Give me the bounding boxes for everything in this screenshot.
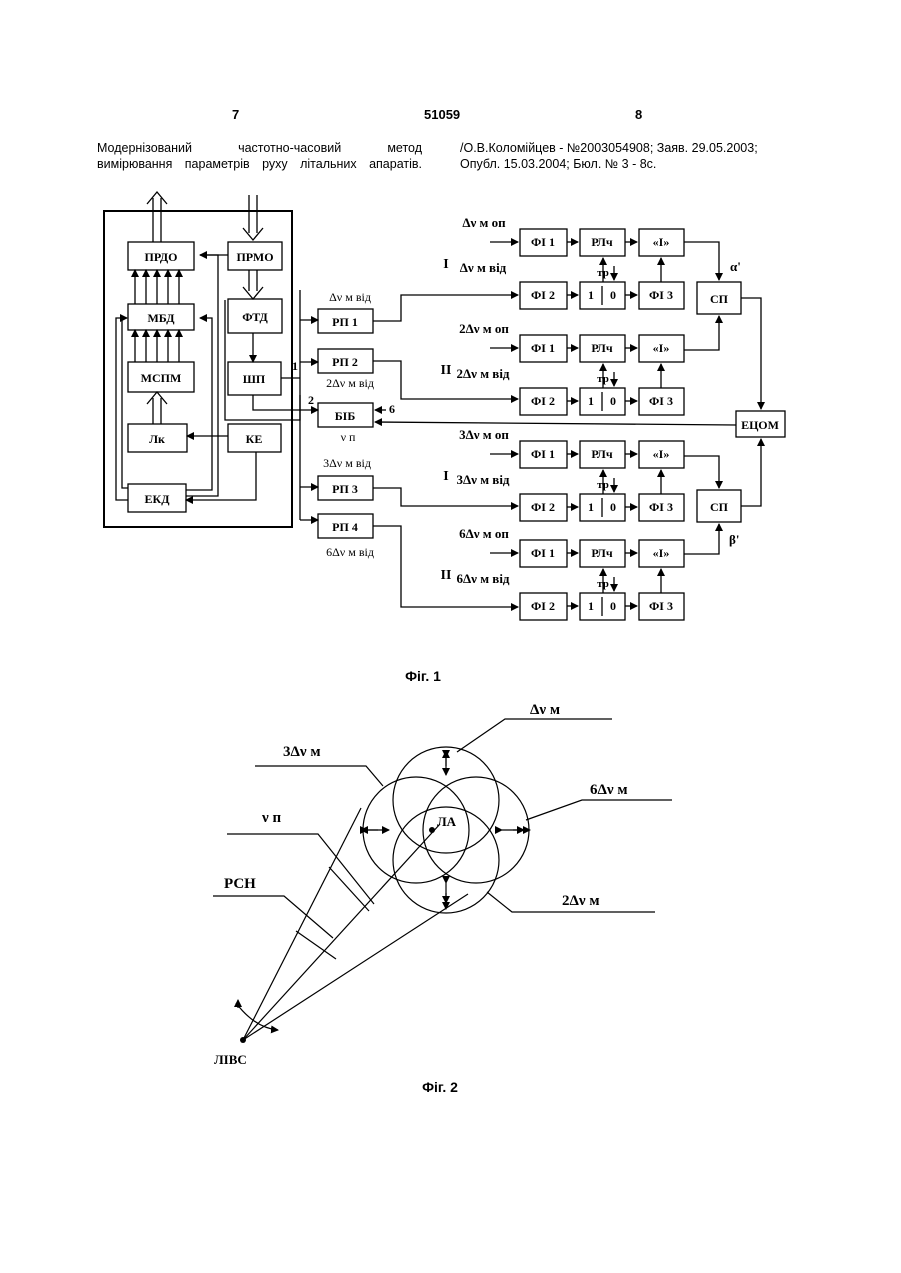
label-fi3: ФІ 3	[649, 599, 673, 613]
leader-dv	[457, 719, 612, 752]
label-channel-roman: I	[443, 257, 448, 272]
label-rp3-freq: 3Δν м від	[323, 456, 371, 470]
label-and: «І»	[653, 447, 670, 461]
label-channel-roman: II	[441, 363, 452, 378]
leader-6dv	[526, 800, 672, 820]
label-rp1-freq: Δν м від	[329, 290, 371, 304]
label-op-freq: Δν м оп	[462, 215, 506, 230]
label-fi2: ФІ 2	[531, 394, 555, 408]
label-fi2: ФІ 2	[531, 288, 555, 302]
label-and: «І»	[653, 546, 670, 560]
label-num-1: 1	[292, 359, 298, 373]
label-rp4: РП 4	[332, 520, 358, 534]
label-vid-freq: Δν м від	[460, 260, 507, 275]
label-li: Лк	[149, 432, 165, 446]
label-op-freq: 3Δν м оп	[459, 427, 509, 442]
label-trigger-1: 1	[588, 500, 594, 514]
label-trigger-0: 0	[610, 599, 616, 613]
label-prmo: ПРМО	[236, 250, 273, 264]
label-tr: тр	[597, 267, 609, 279]
label-trigger-0: 0	[610, 288, 616, 302]
label-alpha: α'	[730, 259, 741, 274]
label-fi1: ФІ 1	[531, 341, 555, 355]
label-rlch: РЛч	[591, 341, 612, 355]
label-mspm: МСПМ	[141, 371, 182, 385]
label-tr: тр	[597, 373, 609, 385]
label-dv: Δν м	[530, 702, 560, 718]
fig2-caption: Фіг. 2	[422, 1079, 458, 1095]
label-channel-roman: I	[443, 469, 448, 484]
cone-line-left	[243, 808, 361, 1040]
label-rp2-freq: 2Δν м від	[326, 376, 374, 390]
label-and: «І»	[653, 235, 670, 249]
label-num-6: 6	[389, 402, 395, 416]
label-op-freq: 6Δν м оп	[459, 526, 509, 541]
label-fi1: ФІ 1	[531, 235, 555, 249]
fig1-caption: Фіг. 1	[405, 668, 441, 684]
label-sp-top: СП	[710, 292, 729, 306]
label-bib: БІБ	[335, 409, 356, 423]
label-num-2: 2	[308, 393, 314, 407]
label-op-freq: 2Δν м оп	[459, 321, 509, 336]
label-fi2: ФІ 2	[531, 599, 555, 613]
label-mbd: МБД	[147, 311, 175, 325]
label-2dv: 2Δν м	[562, 893, 600, 909]
label-vid-freq: 6Δν м від	[456, 571, 509, 586]
label-tr: тр	[597, 578, 609, 590]
label-ftd: ФТД	[242, 310, 268, 324]
label-bib-freq: ν п	[341, 430, 356, 444]
channel-groups: ФІ 1РЛч«І»ФІ 210ФІ 3трΔν м опΔν м відIФІ…	[441, 215, 684, 620]
label-rp3: РП 3	[332, 482, 358, 496]
label-trigger-0: 0	[610, 394, 616, 408]
label-rlch: РЛч	[591, 546, 612, 560]
label-sp-bottom: СП	[710, 500, 729, 514]
label-fi3: ФІ 3	[649, 288, 673, 302]
label-trigger-1: 1	[588, 394, 594, 408]
label-and: «І»	[653, 341, 670, 355]
label-rp2: РП 2	[332, 355, 358, 369]
leader-vp	[227, 834, 374, 904]
label-rsn: РСН	[224, 876, 256, 892]
label-channel-roman: II	[441, 568, 452, 583]
label-fi1: ФІ 1	[531, 447, 555, 461]
label-rlch: РЛч	[591, 235, 612, 249]
label-shp: ШП	[243, 372, 266, 386]
label-vid-freq: 3Δν м від	[456, 472, 509, 487]
label-beta: β'	[729, 532, 739, 547]
label-tr: тр	[597, 479, 609, 491]
label-rp4-freq: 6Δν м від	[326, 545, 374, 559]
livs-point	[240, 1037, 246, 1043]
label-fi2: ФІ 2	[531, 500, 555, 514]
label-fi1: ФІ 1	[531, 546, 555, 560]
label-vp: ν п	[261, 810, 281, 826]
label-trigger-1: 1	[588, 599, 594, 613]
label-la: ЛА	[437, 814, 457, 829]
label-prdo: ПРДО	[145, 250, 178, 264]
la-point	[429, 827, 435, 833]
label-ke: КЕ	[246, 432, 263, 446]
label-ecom: ЕЦОМ	[741, 418, 779, 432]
label-livs: ЛІВС	[214, 1052, 247, 1067]
label-ekd: ЕКД	[145, 492, 171, 506]
label-vid-freq: 2Δν м від	[456, 366, 509, 381]
label-3dv: 3Δν м	[283, 744, 321, 760]
label-fi3: ФІ 3	[649, 394, 673, 408]
label-fi3: ФІ 3	[649, 500, 673, 514]
label-trigger-0: 0	[610, 500, 616, 514]
label-trigger-1: 1	[588, 288, 594, 302]
label-rp1: РП 1	[332, 315, 358, 329]
leader-rsn	[213, 896, 333, 938]
label-6dv: 6Δν м	[590, 782, 628, 798]
label-rlch: РЛч	[591, 447, 612, 461]
rotation-arc	[236, 1003, 278, 1030]
leader-3dv	[255, 766, 383, 786]
